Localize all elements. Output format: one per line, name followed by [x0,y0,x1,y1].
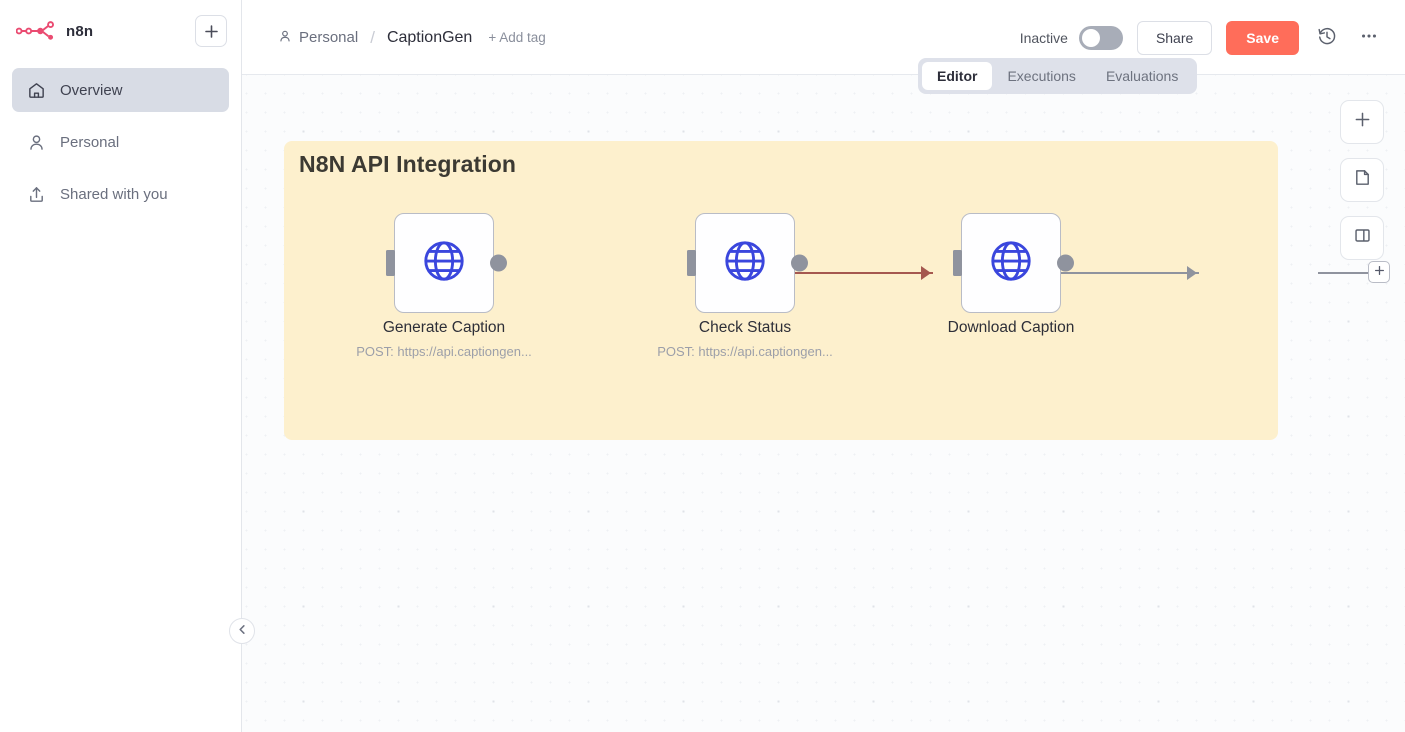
node-check-status[interactable]: Check Status POST: https://api.captionge… [657,213,833,359]
node-output-port[interactable] [490,254,507,272]
node-subtitle: POST: https://api.captiongen... [356,344,532,359]
node-output-port[interactable] [1057,254,1074,272]
sidebar-item-label: Overview [60,81,123,99]
plus-icon [1354,111,1371,133]
brand-name: n8n [66,22,94,40]
node-output-port[interactable] [791,254,808,272]
globe-icon [722,238,768,289]
save-button[interactable]: Save [1226,20,1299,55]
workflow-canvas[interactable]: N8N API Integration [242,75,1405,732]
node-generate-caption[interactable]: Generate Caption POST: https://api.capti… [356,213,532,359]
globe-icon [421,238,467,289]
tab-evaluations[interactable]: Evaluations [1105,68,1179,84]
n8n-logo-icon [15,20,58,42]
workflow-header: Personal / CaptionGen + Add tag Inactive… [242,0,1405,75]
plus-icon [204,24,219,39]
share-upload-icon [26,184,46,204]
sidebar-collapse-button[interactable] [229,618,255,644]
person-icon [26,132,46,152]
node-subtitle: POST: https://api.captiongen... [657,344,833,359]
node-input-port[interactable] [953,250,962,276]
history-clock-icon [1317,26,1337,49]
sidebar-item-personal[interactable]: Personal [12,120,229,164]
connection-arrow-1 [921,266,931,280]
plus-icon [1374,263,1385,281]
history-button[interactable] [1313,24,1341,52]
node-flow: Generate Caption POST: https://api.capti… [242,75,1405,732]
breadcrumb-project-label: Personal [299,29,359,46]
home-icon [26,80,46,100]
breadcrumb-separator: / [370,27,375,47]
node-input-port[interactable] [687,250,696,276]
canvas-add-node-button[interactable] [1340,100,1384,144]
node-title: Download Caption [947,319,1075,336]
activation-toggle[interactable] [1078,25,1123,50]
tab-executions[interactable]: Executions [1007,68,1076,84]
sidebar-item-overview[interactable]: Overview [12,68,229,112]
breadcrumb-workflow-name[interactable]: CaptionGen [386,28,473,46]
person-icon [278,29,292,47]
sidebar-item-label: Personal [60,133,120,151]
chevron-left-icon [237,622,248,640]
connection-arrow-2 [1187,266,1197,280]
node-body[interactable] [394,213,494,313]
panel-toggle-icon [1353,226,1372,250]
activation-control: Inactive [1019,25,1123,50]
node-title: Generate Caption [382,319,506,336]
canvas-toolbar [1340,100,1384,260]
node-download-caption[interactable]: Download Caption [948,213,1074,336]
main-area: Personal / CaptionGen + Add tag Inactive… [242,0,1405,732]
sidebar-item-shared-with-you[interactable]: Shared with you [12,172,229,216]
node-body[interactable] [695,213,795,313]
node-body[interactable] [961,213,1061,313]
header-actions: Inactive Share Save [1020,0,1405,75]
sticky-note-title: N8N API Integration [299,151,517,177]
activation-label: Inactive [1019,29,1068,46]
toggle-knob [1081,28,1100,47]
sidebar-item-label: Shared with you [60,185,168,203]
add-node-endpoint-button[interactable] [1368,261,1390,283]
sidebar-add-button[interactable] [195,15,227,47]
canvas-toggle-panel-button[interactable] [1340,216,1384,260]
globe-icon [988,238,1034,289]
connection-line-3[interactable] [1318,272,1370,274]
more-options-button[interactable] [1355,24,1383,52]
sidebar: n8n Overview [0,0,255,732]
connection-line-1[interactable] [752,272,933,274]
brand-row: n8n [0,0,241,62]
add-tag-button[interactable]: + Add tag [488,30,546,45]
canvas-add-sticky-button[interactable] [1340,158,1384,202]
breadcrumb: Personal / CaptionGen + Add tag [242,0,546,75]
sidebar-nav: Overview Personal [0,62,241,216]
ellipsis-icon [1359,26,1379,49]
connection-line-2[interactable] [1052,272,1199,274]
share-button[interactable]: Share [1136,20,1213,55]
breadcrumb-project[interactable]: Personal [278,29,358,47]
sticky-note-icon [1353,168,1372,192]
node-input-port[interactable] [386,250,395,276]
tab-editor[interactable]: Editor [922,62,993,90]
node-title: Check Status [698,319,792,336]
workflow-tabs: Editor Executions Evaluations [918,58,1198,94]
